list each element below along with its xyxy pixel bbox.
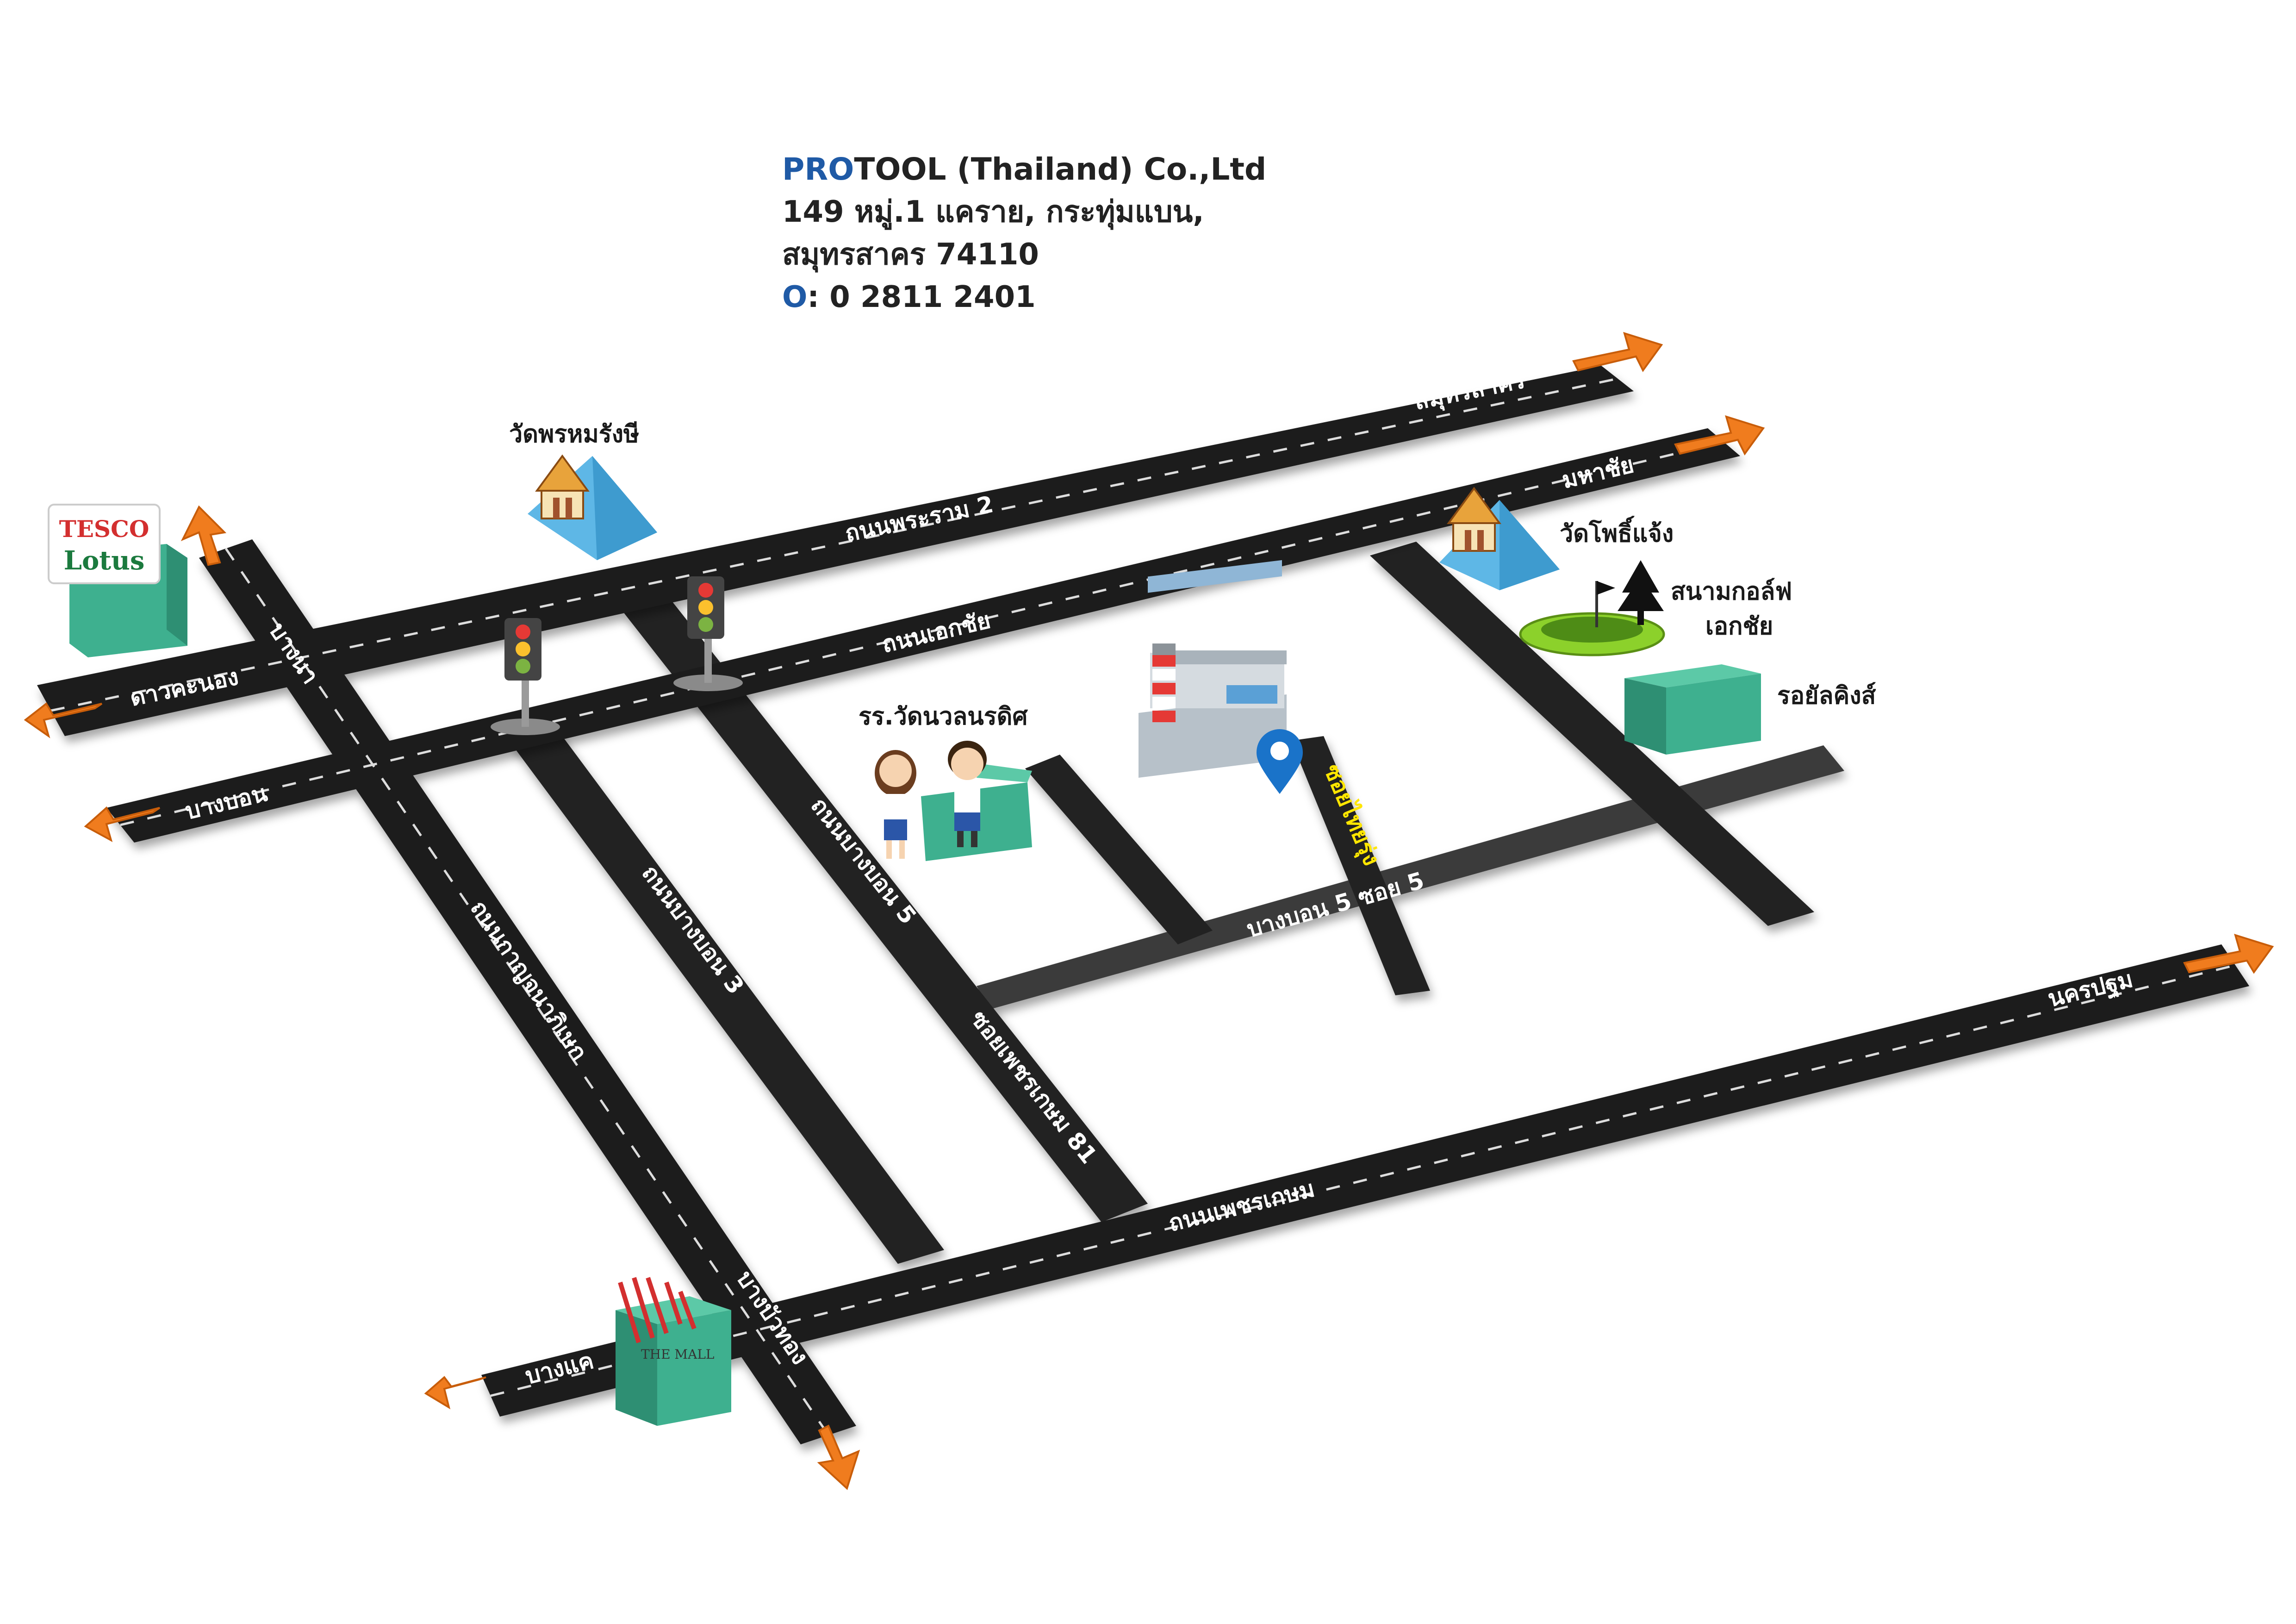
- phone-line: O: 0 2811 2401: [782, 276, 1266, 319]
- company-name: PROTOOL (Thailand) Co.,Ltd: [782, 148, 1266, 191]
- traffic-light-2-icon: [673, 576, 743, 691]
- road-soi-thairung: [1291, 736, 1430, 995]
- road-ekkachai: [106, 428, 1740, 843]
- lotus-text: Lotus: [64, 545, 145, 576]
- arrow-mahachai-icon: [1674, 415, 1765, 456]
- road-bangbon5-soi5: [977, 745, 1844, 1009]
- temple-icon: [535, 454, 590, 519]
- location-pin-icon: [1257, 729, 1303, 794]
- label-wat-phrom-rangsi: วัดพรหมรังษี: [509, 420, 639, 448]
- tree-icon: [1618, 560, 1664, 625]
- royal-kings-building: รอยัลคิงส์: [1624, 664, 1876, 755]
- student-girl-icon: [875, 750, 916, 859]
- label-school: รร.วัดนวลนรดิศ: [859, 703, 1028, 731]
- arrow-bang-na-icon: [180, 505, 227, 566]
- minor-roads: [509, 542, 1844, 1264]
- factory-chimney-icon: [1152, 643, 1176, 722]
- company-brand: PRO: [782, 151, 854, 187]
- road-rama2: [37, 366, 1634, 736]
- golf-flag-icon: [1597, 581, 1615, 595]
- the-mall-text: THE MALL: [641, 1347, 715, 1362]
- arrow-nakhon-pathom-icon: [2183, 933, 2274, 974]
- company-name-rest: TOOL (Thailand) Co.,Ltd: [854, 151, 1267, 187]
- label-phetkasem81: ซอยเพชรเกษม 81: [965, 1005, 1102, 1168]
- phone-number: : 0 2811 2401: [807, 280, 1036, 314]
- tesco-logo: [48, 504, 161, 584]
- arrow-dao-khanong-icon: [24, 702, 103, 738]
- wat-pho-chaeng: วัดโพธิ์แจ้ง: [1439, 487, 1674, 590]
- road-bangbon5: [622, 597, 1148, 1222]
- label-golf-line2: เอกชัย: [1705, 612, 1773, 640]
- factory-icon: [1139, 560, 1287, 778]
- label-golf-line1: สนามกอล์ฟ: [1671, 578, 1792, 606]
- tesco-lotus-building: TESCO Lotus: [48, 504, 187, 657]
- road-side-1: [1025, 755, 1213, 944]
- arrow-bang-bua-thong-icon: [817, 1424, 860, 1490]
- student-boy-icon: [948, 741, 987, 847]
- label-wat-pho-chaeng: วัดโพธิ์แจ้ง: [1560, 516, 1674, 548]
- major-roads: [37, 366, 2249, 1444]
- the-mall-building: THE MALL: [616, 1277, 731, 1426]
- lane-dashes: [50, 377, 2236, 1436]
- address-line-1: 149 หมู่.1 แคราย, กระทุ่มแบน,: [782, 195, 1204, 229]
- label-royal-kings: รอยัลคิงส์: [1777, 682, 1876, 710]
- school-wat-nuan-noradit: รร.วัดนวลนรดิศ: [859, 703, 1032, 861]
- traffic-light-1-icon: [491, 618, 560, 735]
- phone-icon: O: [782, 280, 808, 314]
- address-line-2: สมุทรสาคร 74110: [782, 237, 1039, 272]
- arrow-bang-khae-icon: [424, 1376, 486, 1410]
- temple-icon: [1447, 487, 1501, 552]
- arrow-bang-bon-icon: [84, 806, 161, 843]
- golf-course: สนามกอล์ฟ เอกชัย: [1519, 560, 1792, 656]
- arrow-samut-sakhon-icon: [1572, 331, 1663, 372]
- direction-arrows: [24, 331, 2274, 1490]
- road-right-vertical: [1370, 542, 1814, 926]
- company-header: PROTOOL (Thailand) Co.,Ltd 149 หมู่.1 แค…: [782, 148, 1266, 319]
- tesco-text: TESCO: [59, 515, 149, 543]
- the-mall-logo: [618, 1277, 697, 1343]
- road-bangbon3: [509, 727, 944, 1264]
- wat-phrom-rangsi: วัดพรหมรังษี: [509, 420, 657, 560]
